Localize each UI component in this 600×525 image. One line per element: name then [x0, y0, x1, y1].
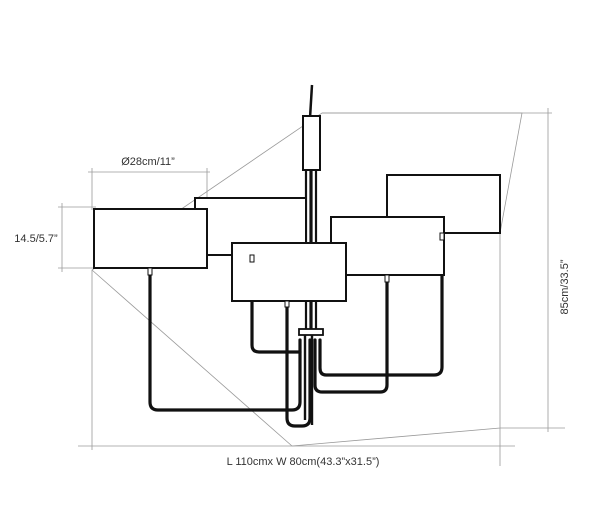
rod-collar — [298, 328, 324, 336]
shade-front-left — [93, 208, 208, 269]
shade-diameter-label: Ø28cm/11” — [121, 156, 175, 168]
lamp-shades — [93, 174, 501, 302]
footprint-label: L 110cmx W 80cm(43.3”x31.5”) — [227, 456, 380, 468]
ceiling-canopy — [302, 115, 321, 171]
lamp-arms — [148, 236, 444, 428]
shade-height-label: 14.5/5.7” — [14, 233, 58, 245]
total-height-label: 85cm/33.5” — [559, 259, 571, 314]
shade-center-right — [330, 216, 445, 276]
bulb-sockets — [147, 232, 445, 308]
shade-center — [231, 242, 347, 302]
